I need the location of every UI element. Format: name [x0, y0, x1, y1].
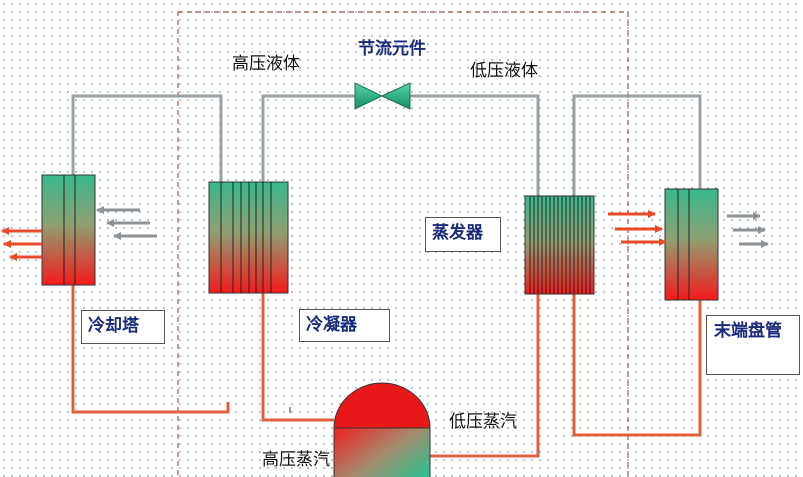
- high-pressure-vapor-pipe: [261, 293, 334, 422]
- compressor-unit: [333, 382, 431, 477]
- throttle-label: 节流元件: [358, 39, 426, 59]
- chilled-water-supply-pipe: [572, 94, 702, 196]
- low-pressure-vapor-pipe: [430, 294, 540, 458]
- cooling-water-supply-pipe: [71, 94, 223, 182]
- low-pressure-liquid-label: 低压液体: [470, 61, 538, 81]
- terminal-coil-outlet-arrows: [727, 212, 769, 248]
- liquid-pipes: [71, 94, 702, 196]
- evaporator-label: 蒸发器: [425, 217, 501, 252]
- terminal-coil-unit: [664, 188, 719, 301]
- evaporator-unit: [524, 195, 595, 295]
- throttle-valve-icon: [354, 82, 411, 110]
- cooling-tower-water-arrows: [1, 227, 42, 261]
- machine-boundary: [177, 11, 629, 477]
- condenser-unit: [208, 181, 289, 294]
- cooling-tower-label: 冷却塔: [81, 310, 165, 344]
- terminal-coil-label: 末端盘管: [706, 315, 800, 375]
- cooling-tower-unit: [41, 174, 96, 286]
- chilled-water-return-pipe: [572, 294, 702, 437]
- low-pressure-liquid-pipe: [410, 94, 540, 196]
- terminal-coil-inlet-arrows: [608, 210, 667, 246]
- high-pressure-vapor-label: 高压蒸汽: [262, 450, 330, 470]
- cooling-water-return-pipe: [71, 285, 230, 414]
- vapor-pipes: [71, 285, 702, 458]
- condenser-label: 冷凝器: [299, 309, 390, 342]
- high-pressure-liquid-label: 高压液体: [232, 54, 300, 74]
- low-pressure-vapor-label: 低压蒸汽: [449, 412, 517, 432]
- cooling-tower-air-arrows: [96, 206, 157, 240]
- high-pressure-liquid-pipe: [261, 94, 355, 182]
